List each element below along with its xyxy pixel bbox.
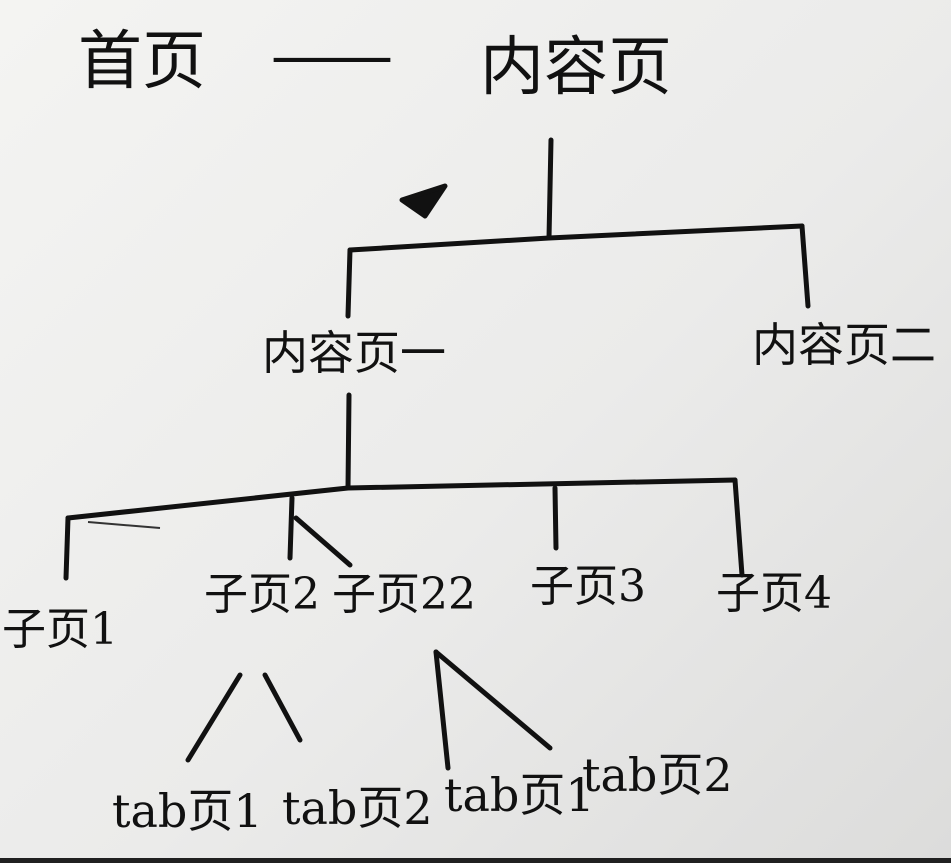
- node-tab-2b: tab页2: [582, 748, 733, 802]
- node-tab-1a: tab页1: [112, 784, 263, 838]
- connector-level1-bar: [347, 223, 805, 253]
- node-tab-2a: tab页2: [282, 781, 433, 835]
- connector-to-content-2: [799, 223, 811, 309]
- connector-to-sub3: [552, 485, 559, 551]
- connector-to-content-1: [345, 247, 353, 319]
- connector-level2-bar: [65, 477, 738, 521]
- node-home: 首页: [78, 25, 206, 99]
- connector-to-tab1-a: [185, 672, 243, 763]
- pen-mark: [399, 183, 448, 219]
- node-sub-1: 子页1: [2, 604, 118, 655]
- root-connector-dash: —: [268, 19, 396, 93]
- connector-root-trunk: [546, 137, 554, 241]
- connector-to-sub2: [287, 495, 295, 561]
- connector-to-tab2-b: [433, 649, 553, 751]
- connector-to-sub22: [293, 515, 353, 568]
- connector-to-tab1-b: [433, 649, 451, 771]
- node-sub-4: 子页4: [716, 568, 832, 619]
- connector-to-tab2-a: [262, 672, 303, 743]
- node-content-2: 内容页二: [752, 318, 936, 372]
- connector-to-sub4: [732, 477, 745, 578]
- node-sub-3: 子页3: [530, 561, 646, 612]
- connector-content1-trunk: [345, 392, 352, 491]
- stray-stroke: [87, 521, 161, 529]
- node-tab-1b: tab页1: [444, 768, 595, 822]
- node-sub-22: 子页22: [332, 569, 476, 620]
- photo-bottom-edge: [0, 858, 951, 863]
- node-sub-2: 子页2: [204, 569, 320, 620]
- node-content: 内容页: [480, 31, 672, 105]
- connector-to-sub1: [63, 515, 71, 581]
- node-content-1: 内容页一: [262, 326, 446, 380]
